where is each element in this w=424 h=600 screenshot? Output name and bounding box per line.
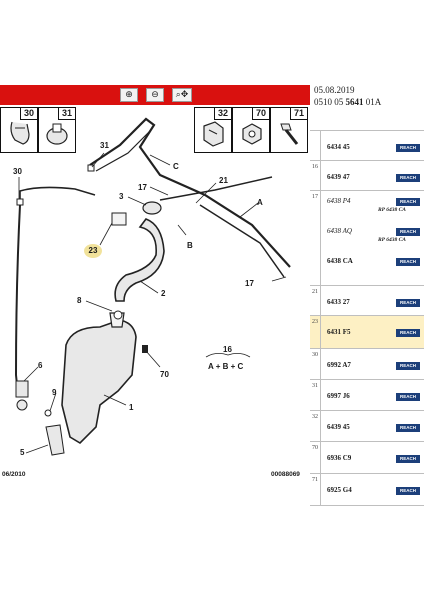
part-reference[interactable]: 6997 J6 <box>327 392 350 400</box>
callout-9[interactable]: 9 <box>52 388 57 397</box>
inset-part-32[interactable]: 32 <box>194 107 232 153</box>
row-item-number: 32 <box>310 411 321 441</box>
reach-badge: REACH <box>396 258 420 266</box>
part-reference[interactable]: 6434 45 <box>327 143 350 151</box>
zoom-fit-icon: ⌕✥ <box>175 90 189 100</box>
callout-3[interactable]: 3 <box>119 192 124 201</box>
part-reference[interactable]: 6438 AQ <box>327 227 352 235</box>
callout-c[interactable]: C <box>173 162 179 171</box>
part-reference[interactable]: 6439 47 <box>327 173 350 181</box>
callout-70[interactable]: 70 <box>160 370 169 379</box>
diagram-number: 00088069 <box>271 471 300 478</box>
callout-23-highlighted[interactable]: 23 <box>84 244 102 258</box>
row-item-number: 31 <box>310 380 321 410</box>
reach-badge: REACH <box>396 362 420 370</box>
part-reference[interactable]: 6433 27 <box>327 298 350 306</box>
inset-number: 70 <box>252 108 269 120</box>
table-row[interactable]: 16 6439 47 REACH <box>310 160 424 190</box>
inset-part-71[interactable]: 71 <box>270 107 308 153</box>
zoom-fit-button[interactable]: ⌕✥ <box>172 88 192 102</box>
bolt-icon <box>280 123 299 145</box>
diagram-toolbar: ⊕ ⊖ ⌕✥ <box>0 85 310 105</box>
bracket-clip-icon <box>203 121 224 147</box>
table-row[interactable]: 70 6936 C9 REACH <box>310 441 424 473</box>
inset-number: 30 <box>20 108 37 120</box>
table-row[interactable]: 6434 45 REACH <box>310 130 424 160</box>
reach-badge: REACH <box>396 144 420 152</box>
callout-21[interactable]: 21 <box>219 176 228 185</box>
reach-badge: REACH <box>396 174 420 182</box>
clip-icon <box>10 121 30 145</box>
callout-a[interactable]: A <box>257 198 263 207</box>
table-row[interactable]: 23 6431 F5 REACH <box>310 315 424 348</box>
part-reference[interactable]: 6936 C9 <box>327 454 352 462</box>
callout-1[interactable]: 1 <box>129 403 134 412</box>
callout-30[interactable]: 30 <box>13 167 22 176</box>
table-row[interactable]: 21 6433 27 REACH <box>310 285 424 315</box>
row-item-number: 21 <box>310 286 321 315</box>
callout-a-b-c: A + B + C <box>208 362 244 371</box>
row-item-number: 30 <box>310 349 321 379</box>
catalog-date: 05.08.2019 <box>314 85 355 95</box>
callout-16[interactable]: 16 <box>223 345 232 354</box>
row-item-number: 16 <box>310 161 321 190</box>
reach-badge: REACH <box>396 455 420 463</box>
zoom-in-button[interactable]: ⊕ <box>120 88 138 102</box>
part-reference[interactable]: 6431 F5 <box>327 328 351 336</box>
reach-badge: REACH <box>396 299 420 307</box>
catalog-code: 0510 05 5641 01A <box>314 97 381 107</box>
row-item-number: 23 <box>310 316 321 348</box>
washer-system-diagram <box>14 117 291 456</box>
callout-b[interactable]: B <box>187 241 193 250</box>
reach-badge: REACH <box>396 424 420 432</box>
table-row[interactable]: 32 6439 45 REACH <box>310 410 424 441</box>
hose-clamp-icon <box>46 123 68 145</box>
reach-badge: REACH <box>396 393 420 401</box>
reach-badge: REACH <box>396 487 420 495</box>
table-row[interactable]: 31 6997 J6 REACH <box>310 379 424 410</box>
reach-badge: REACH <box>396 198 420 206</box>
catalog-code-prefix: 0510 05 <box>314 97 344 107</box>
replacement-reference: RP 6438 CA <box>378 237 406 243</box>
callout-17-lower[interactable]: 17 <box>245 279 254 288</box>
callout-8[interactable]: 8 <box>77 296 82 305</box>
callout-5[interactable]: 5 <box>20 448 25 457</box>
inset-number: 32 <box>214 108 231 120</box>
callout-2[interactable]: 2 <box>161 289 166 298</box>
parts-reference-panel: 05.08.2019 0510 05 5641 01A <box>310 85 424 515</box>
part-reference[interactable]: 6439 45 <box>327 423 350 431</box>
table-row[interactable]: 71 6925 G4 REACH <box>310 473 424 505</box>
inset-part-30[interactable]: 30 <box>0 107 38 153</box>
reach-badge: REACH <box>396 228 420 236</box>
table-row[interactable]: 30 6992 A7 REACH <box>310 348 424 379</box>
row-item-number: 17 <box>310 191 321 285</box>
table-bottom-rule <box>310 505 424 506</box>
catalog-code-bold: 5641 <box>345 97 364 107</box>
inset-number: 31 <box>58 108 75 120</box>
inset-part-70[interactable]: 70 <box>232 107 270 153</box>
diagram-date: 06/2010 <box>2 471 26 478</box>
row-item-number <box>310 131 321 160</box>
catalog-code-suffix: 01A <box>365 97 382 107</box>
reach-badge: REACH <box>396 329 420 337</box>
row-item-number: 71 <box>310 474 321 505</box>
callout-17-upper[interactable]: 17 <box>138 183 147 192</box>
part-reference[interactable]: 6992 A7 <box>327 361 351 369</box>
callout-31[interactable]: 31 <box>100 141 109 150</box>
zoom-in-icon: ⊕ <box>125 90 133 100</box>
part-reference[interactable]: 6438 P4 <box>327 197 351 205</box>
inset-part-31[interactable]: 31 <box>38 107 76 153</box>
inset-number: 71 <box>290 108 307 120</box>
row-item-number: 70 <box>310 442 321 473</box>
part-reference[interactable]: 6438 CA <box>327 257 353 265</box>
zoom-out-icon: ⊖ <box>151 90 159 100</box>
part-reference[interactable]: 6925 G4 <box>327 486 352 494</box>
zoom-out-button[interactable]: ⊖ <box>146 88 164 102</box>
nut-icon <box>242 123 262 145</box>
replacement-reference: RP 6438 CA <box>378 207 406 213</box>
callout-6[interactable]: 6 <box>38 361 43 370</box>
